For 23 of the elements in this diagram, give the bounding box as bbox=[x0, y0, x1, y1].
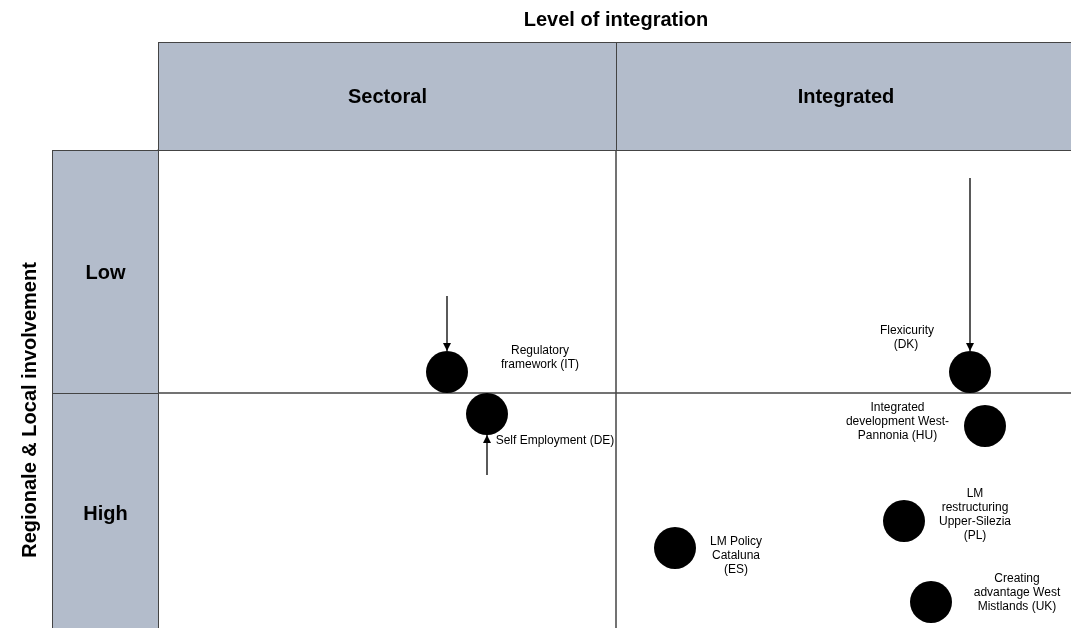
marker-dot bbox=[883, 500, 925, 542]
marker-dot bbox=[949, 351, 991, 393]
header-cell: High bbox=[52, 393, 159, 628]
axis-title: Level of integration bbox=[523, 8, 709, 31]
header-cell: Low bbox=[52, 150, 159, 394]
dot-label: Self Employment (DE) bbox=[495, 433, 615, 447]
dot-label: Flexicurity (DK) bbox=[880, 323, 932, 351]
dot-label: Regulatory framework (IT) bbox=[500, 343, 580, 371]
marker-dot bbox=[910, 581, 952, 623]
header-cell: Integrated bbox=[616, 42, 1071, 151]
axis-title: Regionale & Local involvement bbox=[18, 262, 41, 558]
dot-label: LM restructuring Upper-Silezia (PL) bbox=[938, 486, 1012, 542]
dot-label: Creating advantage West Mistlands (UK) bbox=[972, 571, 1062, 613]
marker-dot bbox=[426, 351, 468, 393]
dot-label: LM Policy Cataluna (ES) bbox=[709, 534, 763, 576]
arrow bbox=[483, 434, 491, 476]
marker-dot bbox=[466, 393, 508, 435]
marker-dot bbox=[964, 405, 1006, 447]
arrow bbox=[443, 295, 451, 352]
marker-dot bbox=[654, 527, 696, 569]
arrow bbox=[966, 177, 974, 352]
header-cell: Sectoral bbox=[158, 42, 617, 151]
dot-label: Integrated development West-Pannonia (HU) bbox=[844, 400, 951, 442]
